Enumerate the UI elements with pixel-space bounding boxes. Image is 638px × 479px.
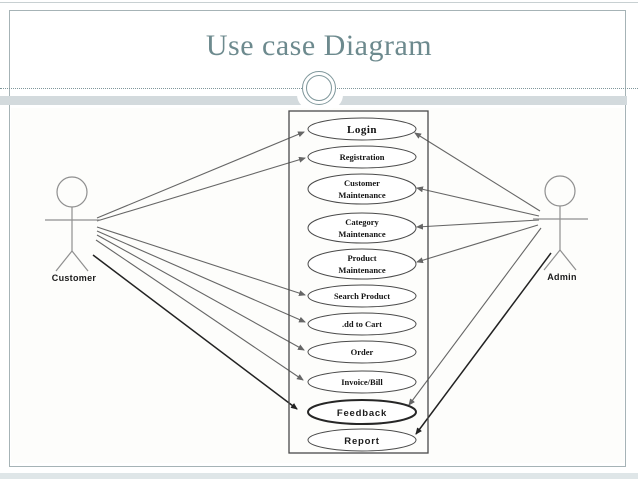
connector-admin-feedback [408, 227, 542, 406]
actor-admin: Admin [533, 175, 588, 282]
connector-customer-login [96, 131, 305, 219]
connector-admin-login [414, 132, 541, 212]
scanned-diagram-background [11, 108, 624, 463]
usecase-label: Maintenance [338, 229, 385, 239]
actor-label: Customer [52, 273, 97, 283]
usecase-label: Login [347, 124, 377, 136]
usecase-label: Product [347, 253, 376, 263]
bottom-band [0, 473, 638, 479]
usecase-add-to-cart: .dd to Cart [307, 312, 417, 336]
usecase-label: Maintenance [338, 190, 385, 200]
actor-head [56, 176, 88, 208]
usecase-search-product: Search Product [307, 284, 417, 308]
connector-customer-order [96, 234, 305, 351]
usecase-label: Order [351, 347, 374, 357]
usecase-label: Report [344, 436, 379, 447]
usecase-label: Search Product [334, 291, 390, 301]
actor-label: Admin [547, 272, 577, 282]
connector-admin-category-maintenance [416, 219, 540, 230]
connector-admin-report [415, 252, 552, 435]
usecase-label: Invoice/Bill [341, 377, 383, 387]
actor-head [544, 175, 576, 207]
connector-customer-search-product [96, 226, 306, 296]
connector-customer-feedback [92, 254, 298, 410]
connector-customer-invoice-bill [95, 239, 304, 381]
top-hairline [0, 2, 638, 3]
usecase-registration: Registration [307, 145, 417, 169]
actor-leg-left [55, 250, 73, 272]
usecase-label: Registration [340, 152, 385, 162]
connector-customer-registration [96, 156, 306, 222]
usecase-label: Category [345, 217, 379, 227]
divider-circle-ornament-inner [306, 75, 332, 101]
usecase-invoice-bill: Invoice/Bill [307, 370, 417, 394]
actor-leg-left [543, 249, 561, 271]
actor-leg-right [559, 249, 577, 271]
usecase-label: Feedback [337, 408, 387, 419]
usecase-label: .dd to Cart [342, 319, 382, 329]
actor-leg-right [71, 250, 89, 272]
usecase-report: Report [307, 428, 417, 452]
usecase-order: Order [307, 340, 417, 364]
connector-admin-product-maintenance [416, 224, 539, 264]
connector-admin-customer-maintenance [416, 186, 540, 217]
usecase-label: Customer [344, 178, 380, 188]
slide-border [9, 10, 626, 467]
usecase-feedback: Feedback [307, 399, 417, 425]
usecase-label: Maintenance [338, 265, 385, 275]
usecase-login: Login [307, 117, 417, 141]
connector-customer-add-to-cart [96, 230, 306, 323]
system-boundary [288, 110, 429, 454]
slide-title: Use case Diagram [205, 29, 433, 62]
actor-customer: Customer [45, 176, 100, 283]
